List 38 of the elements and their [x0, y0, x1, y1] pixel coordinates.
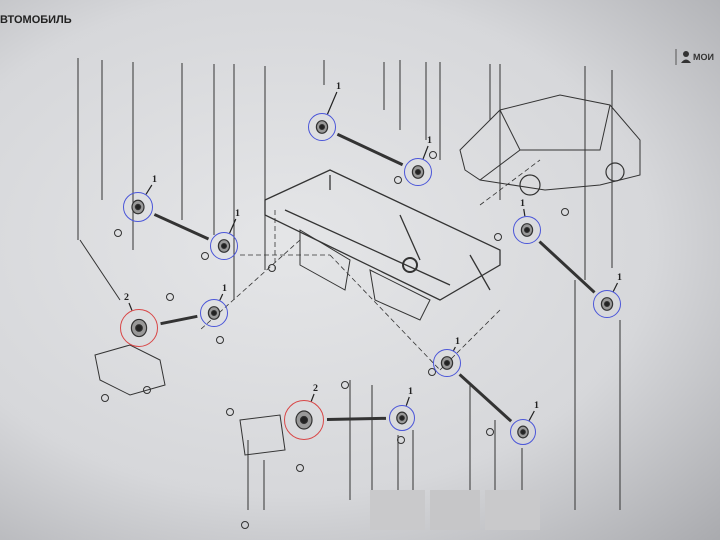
- callout-number: 1: [335, 82, 342, 92]
- leader-line: [612, 282, 618, 292]
- leader-line: [406, 396, 410, 406]
- bushing-highlight-circle: [389, 405, 415, 431]
- leader-line: [326, 92, 338, 114]
- leader-line: [452, 346, 456, 351]
- leader-line: [523, 208, 526, 216]
- leader-line: [229, 218, 236, 234]
- leader-line: [145, 184, 152, 195]
- leader-line: [310, 394, 315, 402]
- bushing-highlight-circle: [210, 232, 238, 260]
- leader-line: [422, 146, 429, 160]
- callout-number: 2: [312, 384, 319, 394]
- bushing-highlight-circle: [308, 113, 336, 141]
- callout-number: 1: [407, 387, 414, 397]
- bushing-highlight-circle: [513, 216, 541, 244]
- callout-number: 1: [616, 273, 623, 283]
- bushing-highlight-circle: [404, 158, 432, 186]
- account-link: МОИ: [693, 52, 714, 62]
- callout-number: 1: [454, 337, 461, 347]
- leader-line: [128, 302, 132, 311]
- bushing-highlight-circle: [120, 309, 158, 347]
- page-heading: ВТОМОБИЛЬ: [0, 14, 72, 26]
- callout-number: 1: [533, 401, 540, 411]
- leader-line: [219, 294, 224, 301]
- callout-number: 1: [221, 284, 228, 294]
- callout-number: 1: [426, 136, 433, 146]
- bushing-highlight-circle: [284, 400, 324, 440]
- callout-number: 1: [234, 209, 241, 219]
- bushing-highlight-circle: [123, 192, 153, 222]
- leader-line: [528, 410, 535, 421]
- bushing-highlight-circle: [593, 290, 621, 318]
- callout-number: 2: [123, 293, 130, 303]
- callout-number: 1: [151, 175, 158, 185]
- callout-number: 1: [519, 199, 526, 209]
- bushing-highlight-circle: [200, 299, 228, 327]
- bushing-highlight-circle: [433, 349, 461, 377]
- bushing-highlight-circle: [510, 419, 536, 445]
